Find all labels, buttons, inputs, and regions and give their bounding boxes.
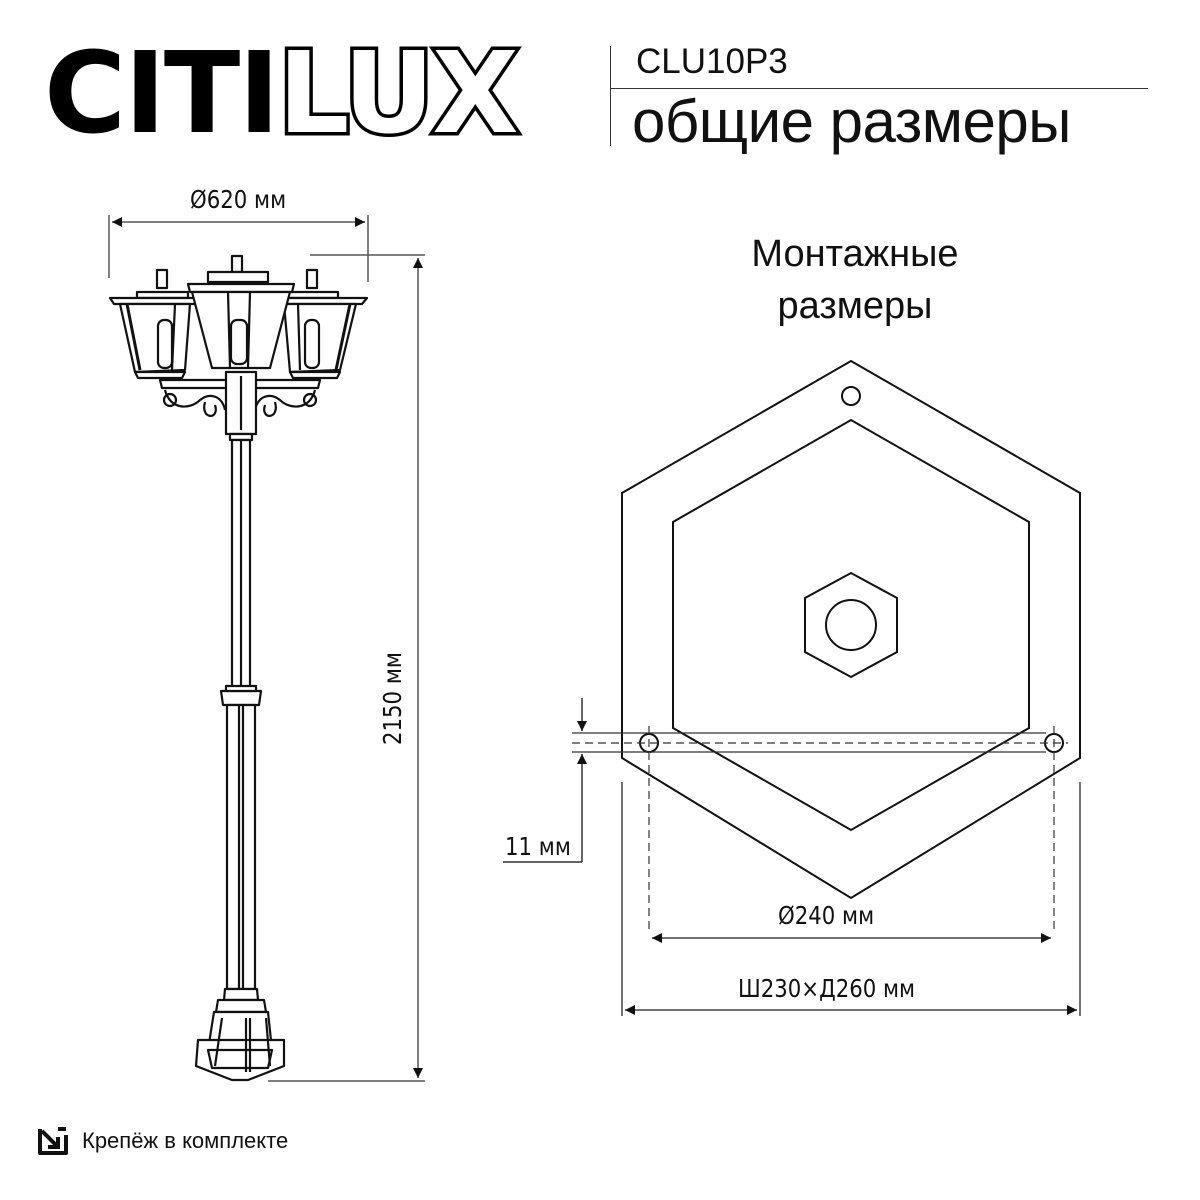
center-lantern <box>186 254 296 370</box>
page-subtitle: общие размеры <box>632 88 1071 155</box>
logo-outline-part: LUX <box>274 29 522 159</box>
outer-hexagon <box>621 359 1081 900</box>
post-lower-shaft <box>225 703 257 991</box>
lamp-height-label: 2150 мм <box>378 652 407 745</box>
post-middle-ring <box>219 689 263 707</box>
header-vertical-divider <box>610 46 611 146</box>
lamp-height-dimension <box>268 254 425 1082</box>
mounting-title: Монтажные размеры <box>700 228 1010 332</box>
hole-offset-band <box>572 726 1068 930</box>
model-number: CLU10P3 <box>636 42 788 81</box>
street-lamp-drawing <box>108 254 369 1082</box>
lamp-width-dimension <box>108 215 369 282</box>
left-lantern <box>108 268 202 380</box>
base-size-label: Ш230×Д260 мм <box>738 974 916 1003</box>
mounting-title-line1: Монтажные <box>751 233 959 275</box>
logo-solid-part: CITI <box>44 29 280 159</box>
header-horizontal-divider <box>610 88 1148 89</box>
mounting-title-line2: размеры <box>777 285 933 327</box>
footer-note: Крепёж в комплекте <box>36 1125 288 1157</box>
top-mount-hole <box>841 386 861 406</box>
lamp-width-label: Ø620 мм <box>190 185 287 214</box>
hole-spacing-label: Ø240 мм <box>778 901 875 930</box>
inner-hexagon <box>672 418 1030 832</box>
hole-offset-dimension <box>503 698 587 863</box>
mounting-plate-drawing <box>621 359 1081 900</box>
hole-offset-label: 11 мм <box>505 832 571 861</box>
brand-logo: CITILUX <box>44 35 522 154</box>
base-size-dimension <box>621 782 1081 1016</box>
post-base <box>194 987 286 1082</box>
right-lantern <box>273 268 369 380</box>
center-nut <box>804 571 898 679</box>
footer-text: Крепёж в комплекте <box>82 1128 289 1153</box>
center-hole <box>825 599 877 651</box>
arrow-into-box-icon <box>38 1127 68 1155</box>
